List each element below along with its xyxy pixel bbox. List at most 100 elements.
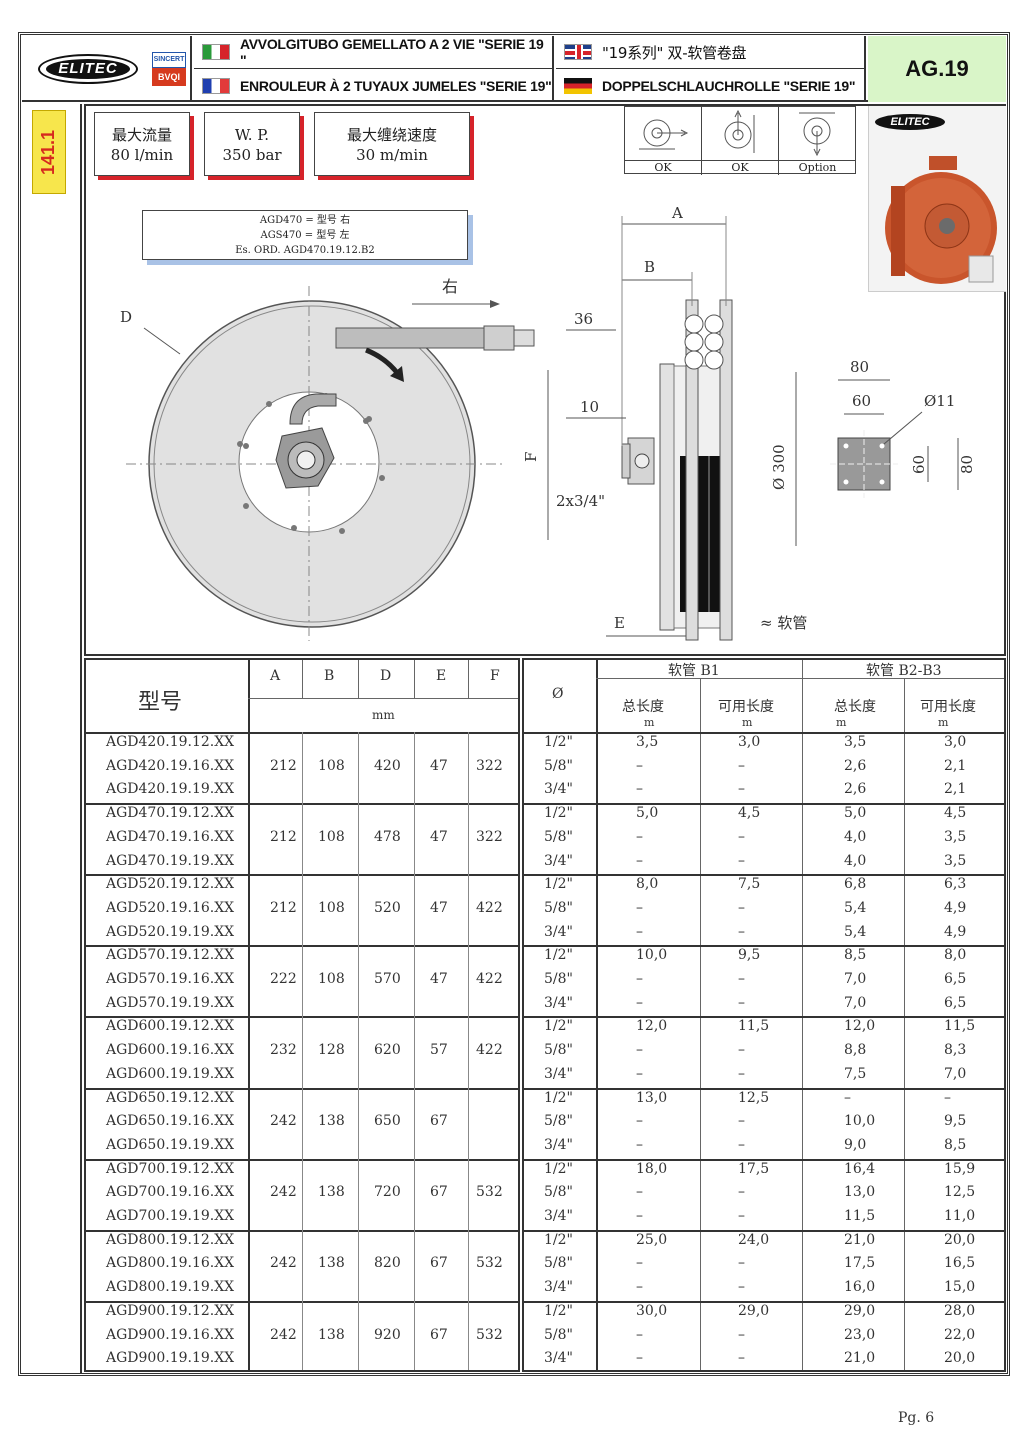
hose-b2b3-header: 软管 B2-B3 — [866, 663, 942, 679]
hose-length: 4,0 — [844, 852, 867, 869]
hose-diameter: 3/4" — [544, 781, 573, 798]
hose-length: – — [738, 1184, 745, 1201]
model-code: AGD650.19.16.XX — [106, 1113, 235, 1130]
hose-length: – — [738, 1208, 745, 1224]
dim-value-A: 242 — [270, 1326, 297, 1343]
hose-length: – — [738, 1042, 745, 1059]
hose-length: – — [738, 1279, 745, 1296]
hose-length: 2,1 — [944, 781, 967, 798]
hose-length: 5,0 — [844, 805, 867, 822]
hose-length: – — [944, 1089, 951, 1106]
hose-length: 4,9 — [944, 923, 967, 940]
hose-length: – — [738, 828, 745, 845]
hose-length: 7,0 — [844, 994, 867, 1011]
hose-length: 11,5 — [844, 1208, 876, 1224]
dim-value-A: 232 — [270, 1042, 297, 1059]
hose-length: – — [738, 852, 745, 869]
model-code: AGD420.19.16.XX — [106, 757, 235, 774]
model-code: AGD470.19.19.XX — [106, 852, 235, 869]
hose-length: – — [636, 757, 643, 774]
model-code: AGD520.19.16.XX — [106, 899, 235, 916]
hose-diameter: 1/2" — [544, 947, 573, 964]
dim-value-F: 532 — [476, 1255, 503, 1272]
hose-length: 20,0 — [944, 1231, 976, 1248]
hose-length: 16,0 — [844, 1279, 876, 1296]
hose-diameter: 5/8" — [544, 1042, 573, 1059]
dim-value-B: 138 — [318, 1255, 345, 1272]
hose-length: 8,8 — [844, 1042, 867, 1059]
hose-length: – — [636, 781, 643, 798]
dim-value-D: 420 — [374, 757, 401, 774]
svg-text:60: 60 — [852, 392, 871, 410]
hose-length: 2,6 — [844, 757, 867, 774]
model-code: AGD650.19.19.XX — [106, 1136, 235, 1153]
hose-length: 13,0 — [844, 1184, 876, 1201]
dim-value-A: 212 — [270, 757, 297, 774]
dim-value-B: 138 — [318, 1113, 345, 1130]
hose-length: 5,4 — [844, 923, 867, 940]
hose-diameter: 1/2" — [544, 876, 573, 893]
model-code: AGD570.19.12.XX — [106, 947, 235, 964]
diameter-header: Ø — [552, 686, 564, 702]
hose-length: – — [636, 852, 643, 869]
hose-diameter: 3/4" — [544, 1065, 573, 1082]
svg-text:E: E — [614, 614, 625, 632]
hose-diameter: 1/2" — [544, 734, 573, 750]
spec-max-flow: 最大流量 80 l/min — [94, 112, 190, 176]
hose-length: 17,5 — [738, 1160, 770, 1177]
dim-value-F: 422 — [476, 899, 503, 916]
title-french: ENROULEUR À 2 TUYAUX JUMELES "SERIE 19" — [240, 77, 552, 94]
reel-drawing: 右 D A B 36 — [120, 204, 976, 641]
model-code: AGD520.19.12.XX — [106, 876, 235, 893]
dim-value-D: 570 — [374, 971, 401, 987]
col-E: E — [436, 668, 447, 684]
hose-length: 10,0 — [844, 1113, 876, 1130]
model-code: AGD570.19.16.XX — [106, 971, 235, 987]
hose-length: 29,0 — [738, 1302, 770, 1319]
hose-length: – — [636, 1113, 643, 1130]
side-code-badge: 141.1 — [32, 110, 66, 194]
hose-length: – — [636, 899, 643, 916]
titles-cn-de: "19系列" 双-软管卷盘 DOPPELSCHLAUCHROLLE "SERIE… — [556, 36, 866, 102]
order-note: AGD470 = 型号 右 AGS470 = 型号 左 Es. ORD. AGD… — [142, 210, 468, 260]
hose-length: 25,0 — [636, 1231, 668, 1248]
spec-working-pressure: W. P. 350 bar — [204, 112, 300, 176]
model-code: AGD900.19.19.XX — [106, 1350, 235, 1367]
page-number: Pg. 6 — [898, 1410, 935, 1426]
hose-length: – — [636, 1255, 643, 1272]
dim-value-F: 532 — [476, 1326, 503, 1343]
model-code: AGD800.19.12.XX — [106, 1231, 235, 1248]
model-code: AGD700.19.12.XX — [106, 1160, 235, 1177]
titles-it-fr: AVVOLGITUBO GEMELLATO A 2 VIE "SERIE 19 … — [194, 36, 554, 102]
mount-option-floor: OK — [625, 107, 702, 175]
hose-diameter: 5/8" — [544, 828, 573, 845]
hose-length: 12,5 — [738, 1089, 770, 1106]
hose-length: 12,0 — [636, 1018, 668, 1035]
hose-reel-photo-icon — [885, 156, 997, 284]
hose-length: 8,0 — [944, 947, 967, 964]
hose-length: – — [636, 994, 643, 1011]
model-code: AGD570.19.19.XX — [106, 994, 235, 1011]
col-A: A — [270, 668, 281, 684]
hose-length: 3,5 — [636, 734, 659, 750]
hose-diameter: 3/4" — [544, 1136, 573, 1153]
hose-length: – — [738, 1255, 745, 1272]
hose-length: – — [738, 757, 745, 774]
hose-length: – — [636, 923, 643, 940]
hose-length: – — [636, 1326, 643, 1343]
model-code: AGD600.19.16.XX — [106, 1042, 235, 1059]
hose-diameter: 3/4" — [544, 852, 573, 869]
svg-text:60: 60 — [910, 455, 928, 474]
logo-box: ELITEC SINCERT BVQI — [22, 36, 192, 102]
hose-length: 7,0 — [844, 971, 867, 987]
france-flag-icon — [202, 77, 230, 94]
svg-text:2x3/4": 2x3/4" — [556, 492, 605, 510]
hose-length: 11,5 — [738, 1018, 770, 1035]
hose-length: – — [636, 1350, 643, 1367]
side-strip: 141.1 — [22, 104, 82, 1374]
hose-length: 2,1 — [944, 757, 967, 774]
dim-value-B: 108 — [318, 971, 345, 987]
dim-value-F: 322 — [476, 828, 503, 845]
svg-text:B: B — [644, 258, 655, 276]
product-code: AG.19 — [868, 36, 1006, 102]
